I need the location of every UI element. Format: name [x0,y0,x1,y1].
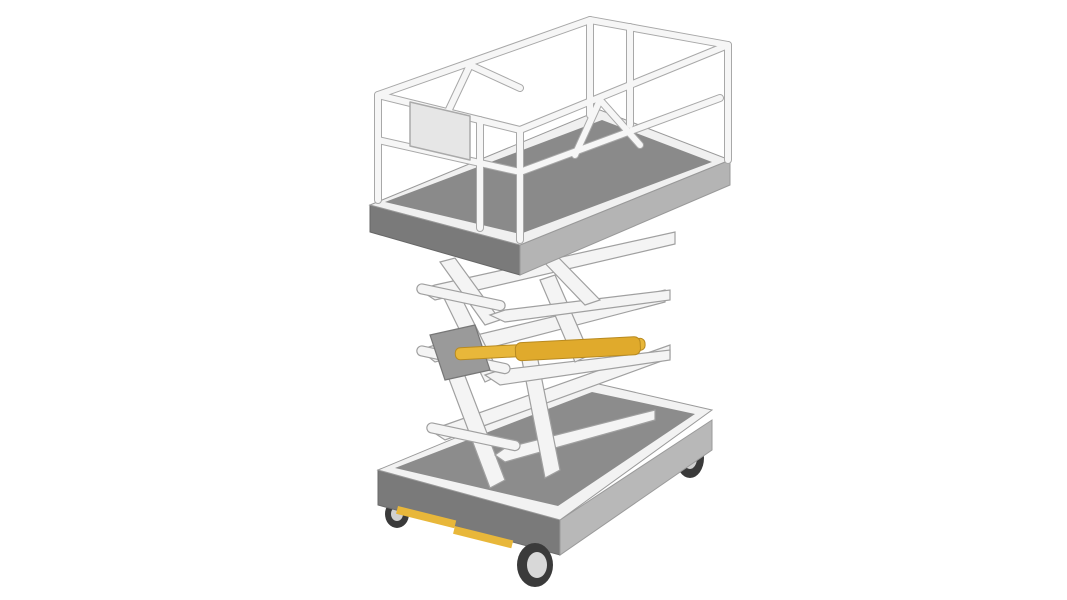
base-side-face [559,419,713,556]
scissor-mechanism [416,231,676,489]
hydraulic-cylinder [454,336,646,362]
base-hydraulic-yellow [396,506,514,549]
guard-railing [374,16,732,244]
wheel-front [517,543,553,587]
platform-floor [385,120,712,234]
control-panel-plate [409,101,471,161]
